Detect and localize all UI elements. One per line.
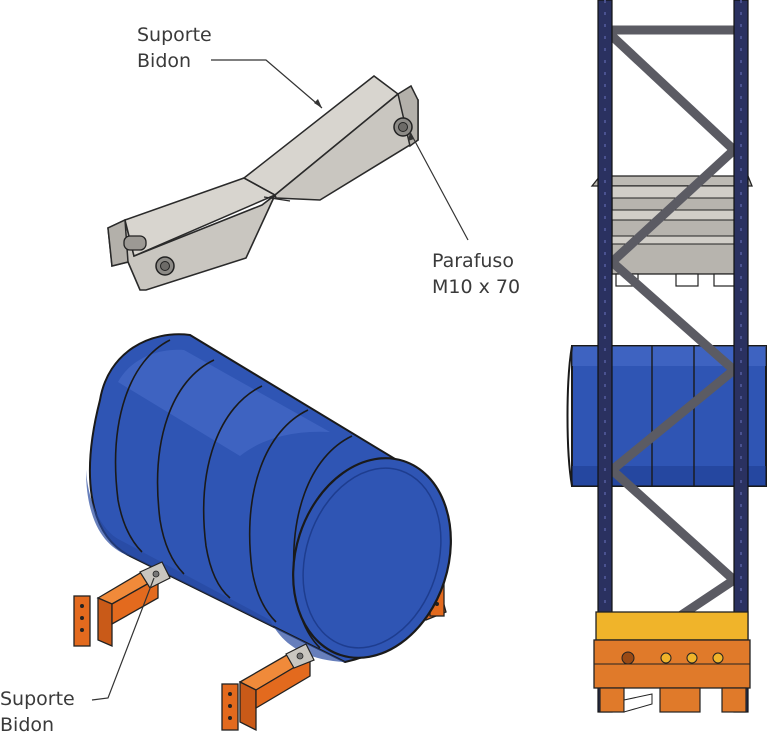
label-bottom-support-line1: Suporte [0,688,75,710]
leader-line-bolt [409,131,469,241]
label-bolt-line2: M10 x 70 [432,276,521,298]
label-top-support: Suporte Bidon [137,22,212,74]
drum-support-bracket-small-icon [139,561,315,669]
upper-pallet [590,175,753,287]
bolt-icon [123,117,413,276]
frame-uprights [597,0,749,713]
rear-beam [73,571,160,647]
label-bottom-support-line2: Bidon [0,714,55,736]
steel-drum-icon [86,333,452,664]
pallet-rack-upright-icon [566,0,767,713]
label-bolt: Parafuso M10 x 70 [432,248,520,300]
label-bolt-line1: Parafuso [432,250,514,272]
frame-bracing [605,25,741,643]
label-top-support-line2: Bidon [137,50,192,72]
label-top-support-line1: Suporte [137,24,212,46]
label-bottom-support: Suporte Bidon [0,686,75,738]
base-guard [593,611,751,713]
leader-line-bottom-support [91,577,155,701]
leader-line-top-support [211,59,323,109]
drum-support-bracket-icon [107,75,419,291]
